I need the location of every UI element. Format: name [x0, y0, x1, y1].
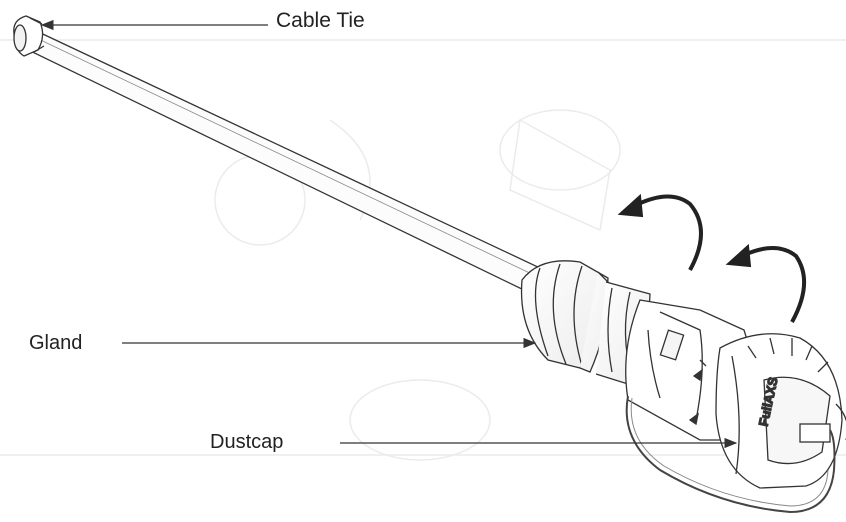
- cable: [19, 27, 541, 293]
- dustcap-label: Dustcap: [210, 431, 284, 453]
- cable-tie-label: Cable Tie: [276, 9, 365, 32]
- rotate-counterclockwise-arrow-icon: [725, 243, 807, 323]
- dustcap: FullAXS: [715, 333, 846, 489]
- rotate-counterclockwise-arrow-icon: [617, 193, 703, 271]
- cable-tie: [13, 15, 45, 57]
- gland-label: Gland: [29, 332, 83, 354]
- dustcap-tether: [625, 395, 836, 514]
